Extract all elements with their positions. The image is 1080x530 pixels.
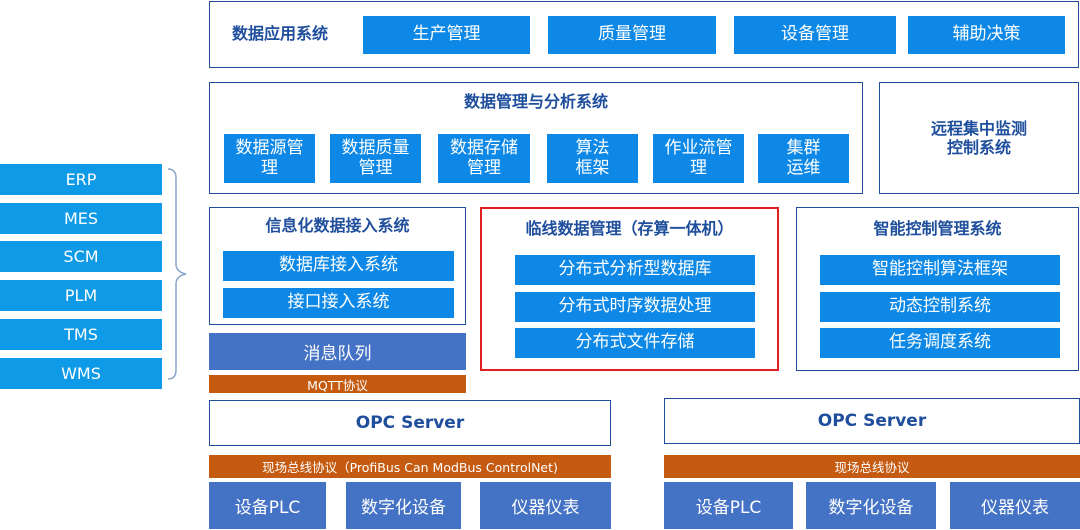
- opc-server-right: OPC Server: [817, 410, 927, 431]
- remote-monitor-frame: [879, 82, 1079, 194]
- side-system-mes: MES: [0, 203, 162, 234]
- data-mgmt-item-storage: 数据存储 管理: [438, 134, 530, 183]
- digital-device-left: 数字化设备: [346, 482, 461, 529]
- edge-data-item-analytic-db: 分布式分析型数据库: [515, 255, 755, 285]
- smart-ctrl-item-scheduling: 任务调度系统: [820, 328, 1060, 358]
- side-system-tms: TMS: [0, 319, 162, 350]
- data-app-title: 数据应用系统: [231, 24, 328, 44]
- data-mgmt-title: 数据管理与分析系统: [463, 92, 608, 112]
- mqtt-protocol: MQTT协议: [209, 375, 466, 393]
- opc-server-right-frame: [664, 398, 1080, 444]
- data-mgmt-item-quality: 数据质量 管理: [330, 134, 421, 183]
- device-plc-left: 设备PLC: [209, 482, 326, 529]
- data-app-item-production: 生产管理: [363, 16, 530, 54]
- message-queue: 消息队列: [209, 333, 466, 370]
- digital-device-right: 数字化设备: [806, 482, 936, 529]
- data-mgmt-item-algorithm: 算法 框架: [547, 134, 638, 183]
- side-system-plm: PLM: [0, 280, 162, 311]
- side-system-wms: WMS: [0, 358, 162, 389]
- fieldbus-protocol-right: 现场总线协议: [664, 455, 1080, 478]
- data-mgmt-item-source: 数据源管 理: [224, 134, 315, 183]
- device-plc-right: 设备PLC: [664, 482, 793, 529]
- remote-monitor-title: 远程集中监测 控制系统: [930, 118, 1027, 157]
- smart-ctrl-item-algorithm: 智能控制算法框架: [820, 255, 1060, 285]
- opc-server-left-frame: [209, 400, 611, 446]
- side-system-scm: SCM: [0, 241, 162, 272]
- fieldbus-protocol-left: 现场总线协议（ProfiBus Can ModBus ControlNet): [209, 455, 611, 478]
- instrument-right: 仪器仪表: [950, 482, 1080, 529]
- data-mgmt-frame: [209, 82, 863, 194]
- data-mgmt-item-workflow: 作业流管 理: [653, 134, 744, 183]
- brace-connector: [167, 168, 187, 380]
- smart-ctrl-title: 智能控制管理系统: [873, 219, 1002, 239]
- data-app-item-quality: 质量管理: [548, 16, 716, 54]
- side-system-erp: ERP: [0, 164, 162, 195]
- data-app-item-equipment: 设备管理: [734, 16, 896, 54]
- info-access-item-database: 数据库接入系统: [223, 251, 454, 281]
- data-app-item-decision: 辅助决策: [908, 16, 1065, 54]
- edge-data-item-timeseries: 分布式时序数据处理: [515, 292, 755, 322]
- edge-data-item-file-storage: 分布式文件存储: [515, 328, 755, 358]
- opc-server-left: OPC Server: [355, 412, 465, 433]
- info-access-item-interface: 接口接入系统: [223, 288, 454, 318]
- smart-ctrl-item-dynamic: 动态控制系统: [820, 292, 1060, 322]
- edge-data-title: 临线数据管理（存算一体机）: [525, 219, 734, 239]
- info-access-title: 信息化数据接入系统: [265, 216, 410, 236]
- data-mgmt-item-cluster: 集群 运维: [758, 134, 849, 183]
- instrument-left: 仪器仪表: [480, 482, 611, 529]
